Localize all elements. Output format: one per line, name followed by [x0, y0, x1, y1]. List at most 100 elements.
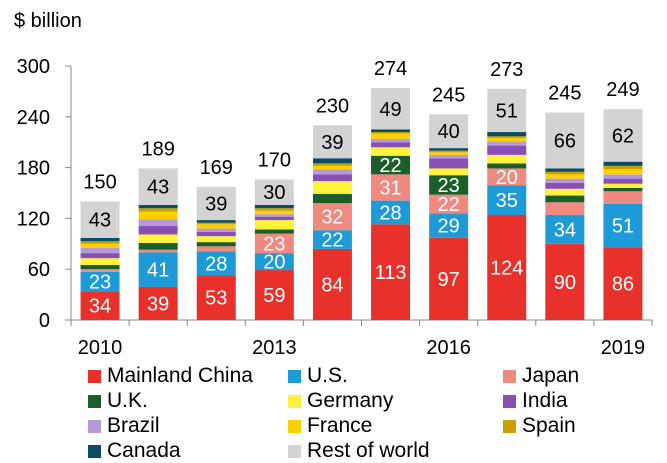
data-label: 23: [438, 175, 460, 197]
bar-segment: [429, 194, 469, 214]
bar-segment: [196, 222, 236, 225]
total-label: 273: [490, 59, 523, 81]
bar-segment: [138, 208, 178, 212]
bar-segment: [371, 200, 411, 225]
bar-segment: [138, 168, 178, 205]
legend-swatch: [288, 369, 301, 383]
data-label: 43: [89, 210, 111, 232]
data-label: 124: [490, 258, 523, 280]
legend-item: U.S.: [288, 364, 348, 388]
data-label: 23: [89, 271, 111, 293]
data-label: 53: [205, 288, 227, 310]
bar-segment: [80, 237, 120, 242]
bar-segment: [371, 138, 411, 143]
bar-segment: [196, 251, 236, 276]
y-tick-label: 120: [17, 208, 50, 230]
bar-segment: [545, 174, 585, 179]
bar-segment: [254, 253, 294, 271]
bar-segment: [603, 187, 643, 192]
bar-segment: [487, 185, 527, 216]
legend-swatch: [288, 394, 301, 408]
bar-segment: [371, 142, 411, 148]
data-label: 51: [612, 216, 634, 238]
bar-segment: [371, 88, 411, 130]
legend-label: Spain: [522, 414, 576, 437]
legend-label: India: [522, 389, 568, 412]
bar-segment: [254, 214, 294, 217]
bar-segment: [138, 242, 178, 250]
bar-segment: [487, 136, 527, 138]
bar-segment: [545, 188, 585, 196]
bar-segment: [138, 204, 178, 209]
total-label: 170: [258, 149, 291, 171]
bar-segment: [603, 161, 643, 166]
data-label: 22: [438, 194, 460, 216]
data-label: 35: [496, 190, 518, 212]
legend-item: Spain: [503, 414, 576, 438]
data-label: 39: [205, 194, 227, 216]
bar-segment: [312, 165, 352, 170]
bar-segment: [80, 258, 120, 265]
data-label: 34: [89, 296, 111, 318]
bar-segment: [429, 158, 469, 169]
data-label: 31: [379, 177, 401, 199]
bar-segment: [545, 243, 585, 320]
y-tick-label: 180: [17, 158, 50, 180]
bar-segment: [371, 133, 411, 139]
y-tick-label: 60: [28, 259, 50, 281]
bar-segment: [254, 204, 294, 209]
data-label: 113: [375, 262, 407, 284]
bar-segment: [138, 219, 178, 227]
total-label: 249: [606, 79, 639, 101]
legend-label: U.K.: [107, 389, 148, 412]
bar-segment: [429, 168, 469, 176]
bar-segment: [196, 228, 236, 232]
x-tick-label: 2010: [78, 337, 123, 359]
bar-segment: [254, 220, 294, 230]
legend-item: France: [288, 414, 372, 438]
bar-segment: [138, 249, 178, 253]
total-label: 150: [83, 171, 116, 193]
y-tick-label: 0: [39, 310, 50, 332]
bar-segment: [603, 247, 643, 320]
x-tick-label: 2013: [252, 337, 297, 359]
data-label: 29: [438, 216, 460, 238]
bar-segment: [312, 203, 352, 231]
total-label: 230: [316, 95, 349, 117]
legend-item: Mainland China: [88, 364, 253, 388]
bar-segment: [487, 154, 527, 164]
legend-item: U.K.: [88, 389, 148, 413]
bar-segment: [429, 175, 469, 195]
legend-item: Germany: [288, 389, 393, 413]
bar-segment: [545, 168, 585, 172]
bar-segment: [254, 210, 294, 215]
data-label: 97: [438, 269, 460, 291]
bar-segment: [312, 125, 352, 159]
data-label: 23: [263, 233, 285, 255]
bar-segment: [254, 208, 294, 211]
total-label: 189: [141, 138, 174, 160]
total-label: 245: [432, 84, 465, 106]
bar-segment: [429, 237, 469, 320]
data-label: 22: [321, 230, 343, 252]
data-label: 49: [379, 99, 401, 121]
bar-segment: [545, 215, 585, 244]
bar-segment: [603, 109, 643, 162]
legend-label: Canada: [107, 439, 181, 462]
data-label: 39: [321, 132, 343, 154]
bar-segment: [312, 230, 352, 249]
legend-swatch: [503, 394, 516, 408]
bar-segment: [196, 246, 236, 252]
legend-label: Brazil: [107, 414, 160, 437]
bar-segment: [487, 132, 527, 137]
data-label: 62: [612, 125, 634, 147]
data-label: 20: [496, 167, 518, 189]
bar-segment: [603, 169, 643, 175]
bar-segment: [603, 165, 643, 170]
bar-segment: [545, 178, 585, 183]
bar-segment: [312, 181, 352, 194]
bar-segment: [371, 147, 411, 156]
